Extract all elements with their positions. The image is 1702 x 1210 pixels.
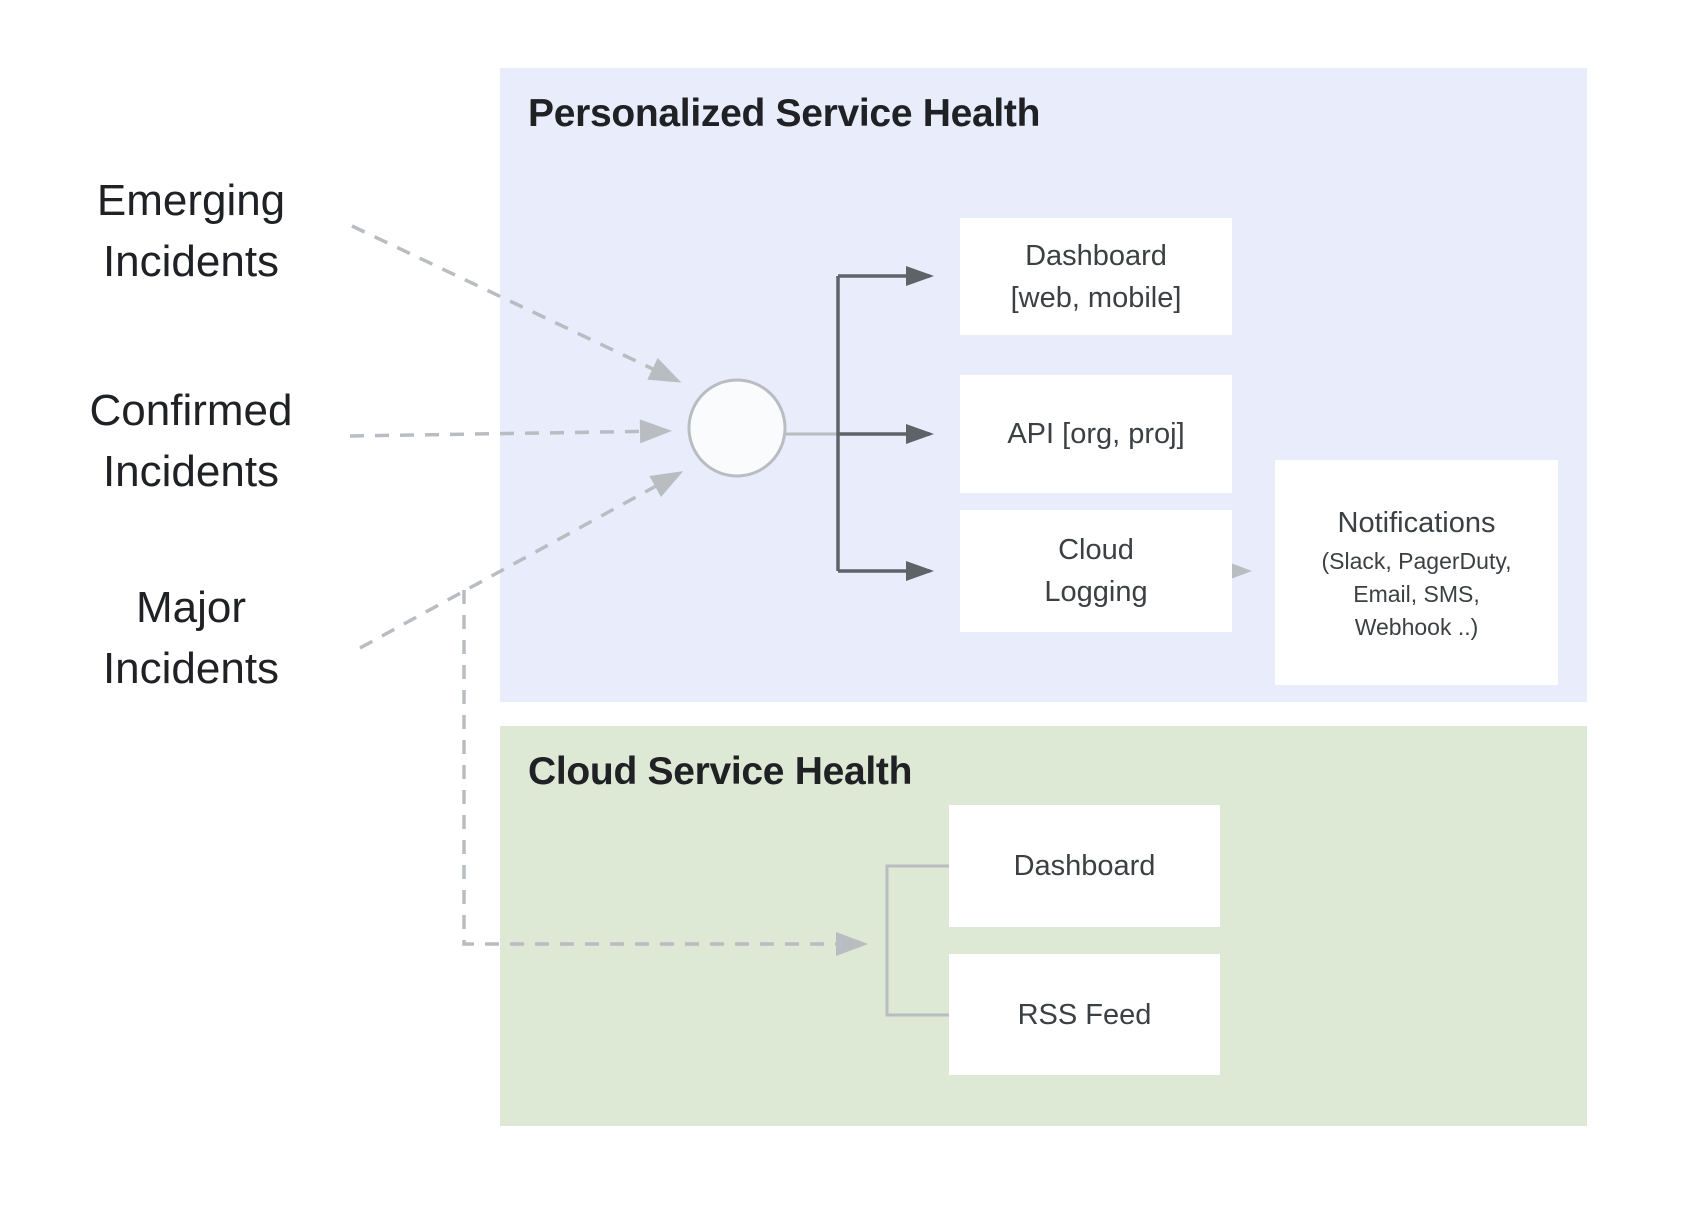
label-line: Incidents — [102, 237, 280, 286]
label-line: Incidents — [102, 644, 280, 693]
hub-circle — [687, 378, 787, 478]
label-line: Incidents — [102, 447, 280, 496]
bracket-cloud-outputs — [885, 864, 949, 1017]
label-line: Emerging — [96, 176, 286, 225]
arrow-major-to-hub — [359, 471, 684, 650]
node-label-line: Logging — [1044, 576, 1148, 608]
notifications-title: Notifications — [1337, 507, 1496, 539]
notifications-sub-line: (Slack, PagerDuty, — [1321, 548, 1512, 574]
cloud-section-title: Cloud Service Health — [528, 750, 913, 793]
arrow-confirmed-to-hub — [349, 419, 672, 444]
node-label-line: RSS Feed — [1017, 998, 1152, 1031]
personalized-section-title: Personalized Service Health — [528, 92, 1041, 135]
node-label-line: Dashboard — [1013, 850, 1156, 882]
node-label-line: [web, mobile] — [1010, 281, 1182, 314]
arrow-branch-to-cloud-section — [462, 590, 868, 956]
label-confirmed-incidents: Confirmed Incidents — [35, 380, 347, 502]
label-line: Major — [135, 583, 247, 632]
node-label-line: Cloud — [1058, 534, 1134, 566]
node-notifications: Notifications (Slack, PagerDuty, Email, … — [1275, 460, 1558, 685]
node-rss-feed: RSS Feed — [949, 954, 1220, 1075]
label-line: Confirmed — [89, 386, 293, 435]
notifications-sub-line: Email, SMS, — [1353, 581, 1480, 607]
node-cloud-logging: Cloud Logging — [960, 510, 1232, 632]
node-api-org-proj: API [org, proj] — [960, 375, 1232, 493]
label-emerging-incidents: Emerging Incidents — [35, 170, 347, 292]
arrow-emerging-to-hub — [351, 224, 682, 383]
node-dashboard-web-mobile: Dashboard [web, mobile] — [960, 218, 1232, 335]
node-cloud-dashboard: Dashboard — [949, 805, 1220, 927]
label-major-incidents: Major Incidents — [35, 577, 347, 699]
notifications-sub-line: Webhook ..) — [1354, 614, 1479, 640]
node-label-line: Dashboard — [1025, 239, 1167, 272]
node-label-line: API [org, proj] — [1007, 418, 1185, 450]
